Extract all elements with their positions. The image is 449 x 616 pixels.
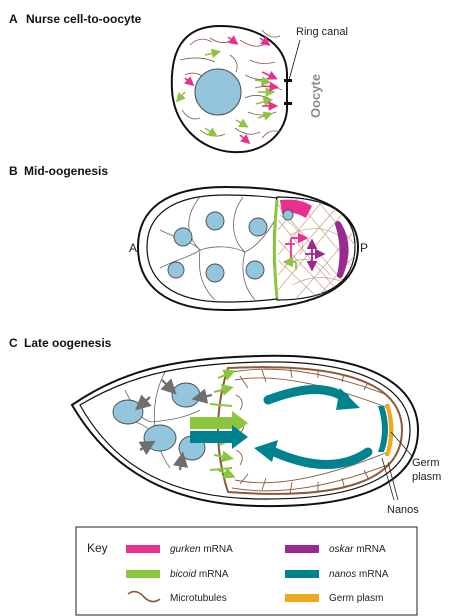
key-label-oskar: oskar mRNA xyxy=(329,544,386,555)
ring-canal-lower xyxy=(284,102,292,105)
key-label-microtubules: Microtubules xyxy=(170,593,227,604)
key-swatch-gurken xyxy=(126,545,160,553)
nanos-label: Nanos xyxy=(387,504,419,516)
anterior-label: A xyxy=(129,241,137,255)
germ-plasm-label-line1: Germ xyxy=(412,457,440,469)
panel-c: C Late oogenesis xyxy=(9,336,441,516)
key-swatch-germ-plasm xyxy=(285,594,319,602)
key-swatch-bicoid xyxy=(126,570,160,578)
panel-a-title: Nurse cell-to-oocyte xyxy=(26,12,142,26)
posterior-label: P xyxy=(360,241,368,255)
key-label-bicoid: bicoid mRNA xyxy=(170,569,229,580)
panel-c-title: Late oogenesis xyxy=(24,336,112,350)
panel-b-letter: B xyxy=(9,164,18,178)
key-label-gurken: gurken mRNA xyxy=(170,544,233,555)
oocyte-label: Oocyte xyxy=(308,74,323,118)
key-label-nanos: nanos mRNA xyxy=(329,569,389,580)
panel-b: B Mid-oogenesis xyxy=(9,164,368,310)
oocyte-nucleus-b xyxy=(283,210,293,220)
legend-title: Key xyxy=(87,541,108,555)
ring-canal-leader xyxy=(289,40,300,80)
key-swatch-nanos xyxy=(285,570,319,578)
panel-a: A Nurse cell-to-oocyte xyxy=(9,12,348,152)
ring-canal-label: Ring canal xyxy=(296,26,348,38)
germ-plasm-label-line2: plasm xyxy=(412,471,441,483)
key-label-germ-plasm: Germ plasm xyxy=(329,593,383,604)
legend: Key gurken mRNA oskar mRNA bicoid mRNA n… xyxy=(76,527,417,615)
key-swatch-oskar xyxy=(285,545,319,553)
nurse-cell-nucleus-a xyxy=(195,69,241,115)
ring-canal-upper xyxy=(284,79,292,82)
panel-c-letter: C xyxy=(9,336,18,350)
panel-b-title: Mid-oogenesis xyxy=(24,164,108,178)
panel-a-letter: A xyxy=(9,12,18,26)
